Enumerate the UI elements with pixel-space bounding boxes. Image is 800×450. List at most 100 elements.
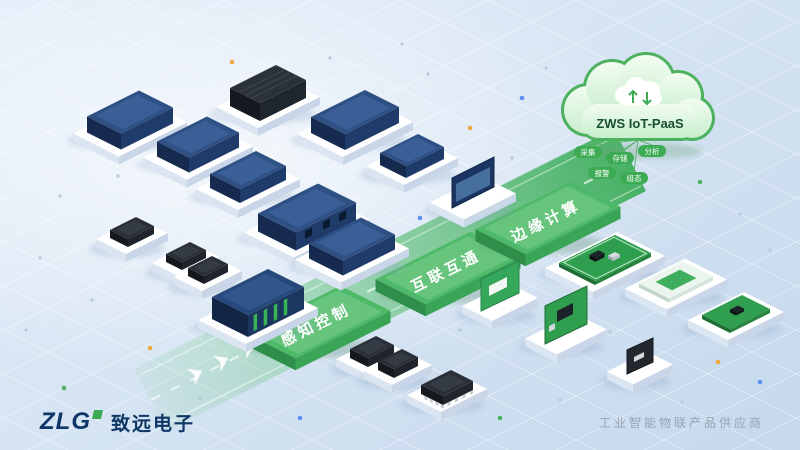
zlg-module-device: [600, 337, 673, 393]
platform-left: [196, 189, 238, 218]
grid-dot: [738, 212, 742, 216]
grid-dot: [116, 174, 120, 178]
platform-right: [202, 271, 242, 299]
display-screen: [456, 167, 490, 202]
stage-right: [525, 206, 621, 267]
grid-line: [0, 283, 334, 450]
chip-left: [378, 361, 394, 378]
grid-dot: [458, 328, 462, 332]
device-platforms: [66, 65, 784, 420]
device-right: [406, 147, 444, 178]
platform-left: [525, 338, 557, 363]
platform-right: [557, 329, 607, 363]
platform-left: [73, 133, 119, 165]
accent-dot: [757, 379, 763, 385]
inset: [172, 245, 200, 259]
feature-tag-label: 采集: [581, 147, 596, 157]
device-left: [210, 174, 240, 203]
grid-line: [0, 239, 422, 450]
accent-dot: [297, 415, 303, 421]
grid-line: [0, 19, 800, 421]
inset: [194, 259, 222, 273]
device-right: [343, 234, 395, 276]
platform-left: [96, 239, 126, 262]
heatsink-fin: [250, 74, 298, 100]
connector: [549, 323, 555, 332]
cloud-sync-icon: [615, 77, 662, 106]
port: [305, 227, 312, 239]
platform-right: [492, 298, 538, 329]
device-left: [309, 243, 343, 276]
platform-right: [633, 364, 673, 393]
grid-dot: [638, 416, 642, 420]
accent-dot: [715, 359, 721, 365]
chip-left: [421, 385, 443, 405]
grid-dot: [90, 298, 94, 302]
feature-tag-label: 存储: [613, 153, 628, 163]
module-chip-device: [167, 256, 242, 299]
device-right: [260, 80, 306, 121]
pin: [429, 398, 433, 404]
inset: [317, 221, 387, 257]
ic-chip-device: [400, 370, 487, 420]
grid-line: [0, 0, 138, 69]
soc-chip: [557, 303, 573, 322]
sbc-board: [538, 232, 665, 300]
grid-line: [466, 283, 800, 450]
platform-right: [392, 365, 432, 393]
grid-dot: [328, 56, 332, 60]
platform-left: [216, 107, 258, 136]
platform-right: [126, 233, 168, 262]
chip-left: [110, 230, 128, 247]
inset: [217, 154, 279, 186]
pin: [470, 390, 473, 395]
grid-line: [554, 327, 800, 450]
port: [339, 210, 347, 222]
serial-server-device: [66, 90, 187, 165]
pin: [455, 397, 458, 403]
feature-tag-label: 分析: [645, 146, 660, 156]
grid-dot: [544, 66, 548, 70]
inset: [165, 120, 231, 154]
accent-dot: [61, 385, 67, 391]
grid-line: [0, 327, 246, 450]
comp-left: [730, 309, 736, 316]
board-right: [595, 253, 651, 285]
green-stripe: [283, 298, 288, 317]
module-chip-device: [357, 349, 432, 393]
accent-dot: [467, 125, 473, 131]
feature-tag: 采集: [574, 146, 602, 158]
inset: [221, 273, 295, 311]
platform-left: [430, 202, 464, 228]
gateway-device: [290, 90, 413, 165]
feature-tag-label: 组态: [627, 173, 642, 183]
wireless-module-board: [455, 260, 538, 329]
footer-tagline: 工业智能物联产品供应商: [598, 416, 764, 430]
grid-dot: [58, 194, 62, 198]
device-right: [121, 107, 173, 150]
platform-right: [441, 389, 487, 420]
small-gateway-device: [359, 134, 458, 193]
device-left: [258, 213, 296, 251]
inset: [384, 236, 512, 300]
feature-tag-label: 报警: [595, 168, 610, 178]
platform-left: [152, 263, 180, 285]
board-left: [559, 263, 595, 285]
platform-right: [667, 279, 727, 318]
device-left: [157, 141, 189, 173]
inset: [116, 220, 148, 236]
inset: [356, 339, 388, 355]
device-left: [380, 153, 406, 178]
rail-computer-device: [209, 65, 320, 136]
platform-right: [258, 97, 320, 136]
chip-right: [394, 357, 418, 378]
grid-dot: [608, 330, 612, 334]
platform-left: [198, 320, 246, 352]
device-right: [189, 132, 239, 173]
grid-line: [222, 0, 800, 289]
board-left: [702, 315, 730, 333]
grid-line: [574, 0, 800, 113]
grid-line: [46, 0, 800, 377]
power-supply-device: [191, 269, 318, 352]
comp-left: [608, 255, 613, 261]
